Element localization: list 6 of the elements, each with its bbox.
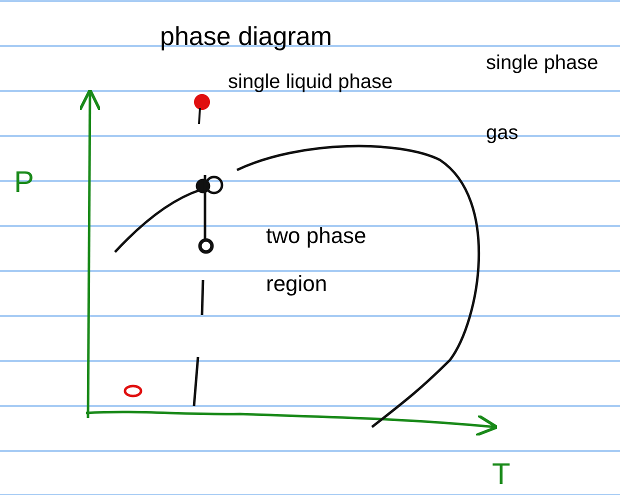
diagram-title: phase diagram <box>160 20 332 52</box>
region-label: single liquid phase <box>228 70 394 94</box>
region-label: single phase gas <box>486 51 600 146</box>
axis-label: P <box>14 165 34 201</box>
region-label: two phase region <box>266 222 368 298</box>
axis-label: T <box>492 457 510 493</box>
